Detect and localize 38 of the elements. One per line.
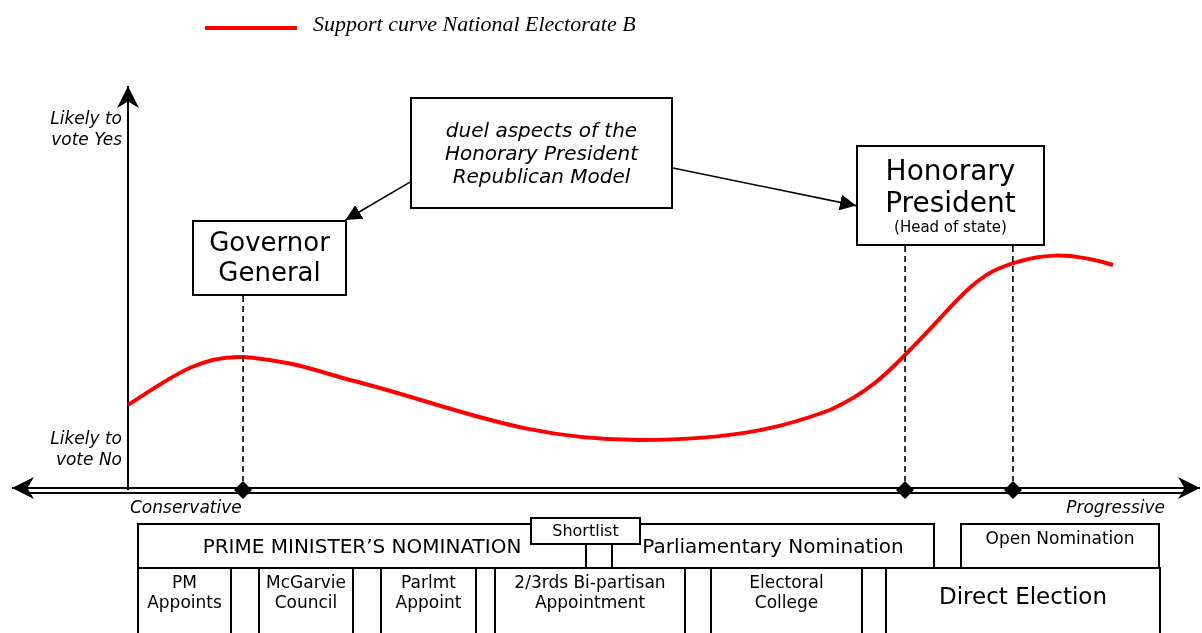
text-box: [380, 567, 477, 633]
diamond-marker: [896, 481, 914, 499]
text-box: [856, 145, 1045, 246]
box-subtitle: (Head of state): [894, 219, 1007, 237]
dashed-line: [904, 245, 906, 482]
diamond-marker: [1004, 481, 1022, 499]
axis-label: Likely to vote Yes: [49, 108, 122, 151]
box-title: Governor General: [208, 228, 331, 288]
dashed-line: [1012, 245, 1014, 482]
text-box: [710, 567, 863, 633]
arrow: [672, 167, 857, 211]
box-title: Shortlist: [552, 521, 619, 541]
axis-label: Likely to vote No: [49, 428, 122, 471]
text-box: [258, 567, 354, 633]
box-title: Honorary President: [884, 154, 1017, 220]
box-title: PM Appoints: [146, 573, 223, 613]
legend-text: Support curve National Electorate B: [313, 11, 636, 37]
box-title: Parlmt Appoint: [394, 573, 463, 613]
text-box: [885, 567, 1161, 633]
box-title: Open Nomination: [985, 529, 1135, 549]
dashed-line: [242, 295, 244, 482]
arrow: [344, 181, 411, 221]
text-box: [410, 97, 673, 209]
text-box: [960, 523, 1160, 569]
text-box: [137, 567, 232, 633]
box-title: Direct Election: [939, 583, 1107, 610]
box-title: PRIME MINISTER’S NOMINATION: [202, 534, 522, 558]
box-title: duel aspects of the Honorary President Republican Model: [443, 118, 640, 188]
text-box: [530, 517, 641, 545]
box-title: Electoral College: [748, 573, 825, 613]
text-box: [494, 567, 686, 633]
box-title: 2/3rds Bi-partisan Appointment: [513, 573, 667, 613]
diamond-marker: [234, 481, 252, 499]
text-box: [192, 220, 347, 296]
axis-label: Progressive: [1065, 497, 1165, 519]
axis-label: Conservative: [130, 497, 243, 519]
box-title: McGarvie Council: [265, 573, 347, 613]
box-title: Parliamentary Nomination: [642, 534, 904, 558]
